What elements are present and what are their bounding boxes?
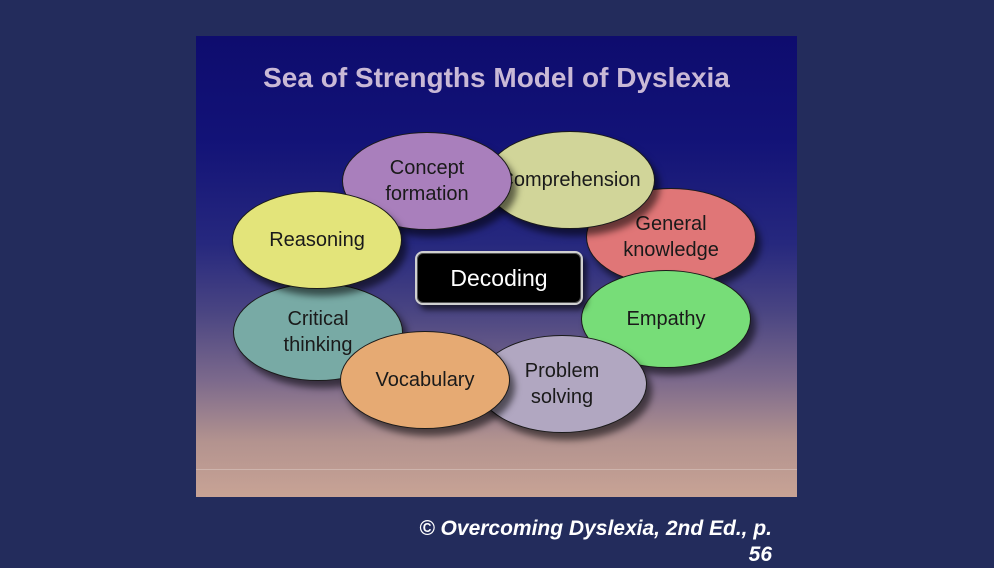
oval-vocabulary: Vocabulary [340, 331, 510, 429]
copyright-caption: © Overcoming Dyslexia, 2nd Ed., p. 56 [419, 517, 772, 566]
oval-label: Empathy [626, 308, 706, 330]
oval-label: Critical thinking [283, 308, 353, 356]
oval-general-knowledge: General knowledge [586, 188, 756, 286]
oval-label: Comprehension [499, 169, 641, 191]
decoding-label: Decoding [450, 264, 548, 291]
oval-label: General knowledge [623, 213, 719, 261]
oval-label: Problem solving [524, 360, 600, 408]
slide-title: Sea of Strengths Model of Dyslexia [263, 62, 730, 93]
oval-label: Vocabulary [375, 369, 475, 391]
slide: Sea of Strengths Model of Dyslexia Gener… [196, 36, 797, 497]
oval-reasoning: Reasoning [232, 191, 402, 289]
oval-comprehension: Comprehension [485, 131, 655, 229]
slide-floor-line [196, 469, 797, 470]
decoding-box: Decoding [415, 251, 583, 305]
oval-label: Reasoning [269, 229, 365, 251]
oval-label: Concept formation [385, 157, 469, 205]
